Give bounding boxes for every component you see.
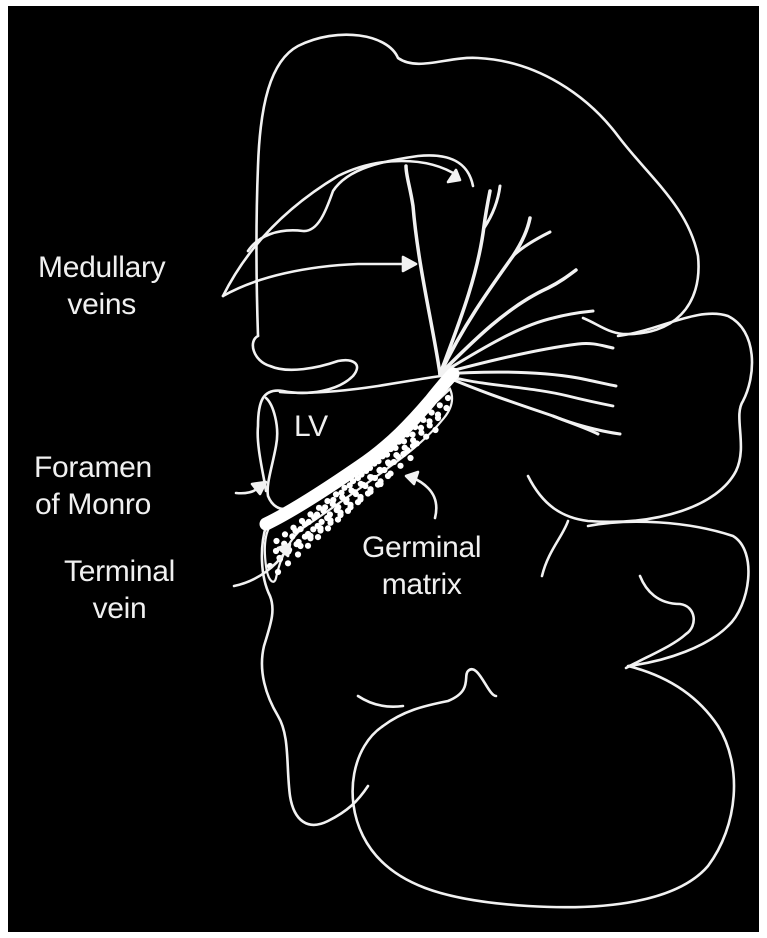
diagram-panel: Medullary veins LV Foramen of Monro Term…: [8, 6, 759, 932]
germinal-matrix-dot: [339, 494, 345, 500]
germinal-matrix-dot: [409, 432, 415, 438]
label-medullary-line1: Medullary: [38, 249, 165, 286]
germinal-matrix-dot: [330, 501, 336, 507]
germinal-matrix-dot: [435, 415, 441, 421]
germinal-matrix-dot: [397, 463, 403, 469]
germinal-matrix-dot: [427, 422, 433, 428]
germinal-matrix-dot: [418, 430, 424, 436]
germinal-matrix-dot: [282, 531, 288, 537]
germinal-matrix-dot: [292, 528, 298, 534]
label-foramen-of-monro: Foramen of Monro: [34, 449, 152, 523]
germinal-matrix-dot: [311, 514, 317, 520]
germinal-matrix-dot: [400, 451, 406, 457]
germinal-matrix-dot: [377, 481, 383, 487]
germinal-matrix-dot: [325, 525, 331, 531]
germinal-matrix-dot: [320, 508, 326, 514]
germinal-matrix-dot: [391, 459, 397, 465]
germinal-matrix-dot: [297, 543, 303, 549]
germinal-matrix-dot: [295, 551, 301, 557]
germinal-matrix-dot: [285, 560, 291, 566]
label-terminal-line1: Terminal: [64, 553, 175, 590]
label-medullary-line2: veins: [38, 286, 165, 323]
germinal-matrix-dot: [410, 443, 416, 449]
germinal-matrix-dot: [381, 467, 387, 473]
germinal-matrix-dot: [289, 533, 295, 539]
label-germinal-line2: matrix: [362, 566, 481, 603]
germinal-matrix-dot: [445, 395, 451, 401]
germinal-matrix-dot: [315, 534, 321, 540]
label-foramen-line1: Foramen: [34, 449, 152, 486]
label-germinal-line1: Germinal: [362, 529, 481, 566]
germinal-matrix-dot: [333, 491, 339, 497]
germinal-matrix-dot: [357, 496, 363, 502]
germinal-matrix-dot: [432, 427, 438, 433]
germinal-matrix-dot: [437, 402, 443, 408]
germinal-matrix-dot: [367, 489, 373, 495]
germinal-matrix-dot: [317, 527, 323, 533]
label-terminal-line2: vein: [64, 590, 175, 627]
germinal-matrix-dot: [443, 405, 449, 411]
germinal-matrix-dot: [324, 498, 330, 504]
germinal-matrix-dot: [385, 473, 391, 479]
germinal-matrix-dot: [362, 483, 368, 489]
label-lv-text: LV: [294, 408, 328, 445]
germinal-matrix-dot: [273, 538, 279, 544]
germinal-matrix-dot: [307, 535, 313, 541]
germinal-matrix-dot: [275, 569, 281, 575]
label-germinal-matrix: Germinal matrix: [362, 529, 481, 603]
germinal-matrix-dot: [337, 512, 343, 518]
germinal-matrix-dot: [423, 434, 429, 440]
germinal-matrix-dot: [347, 504, 353, 510]
germinal-matrix-dot: [372, 475, 378, 481]
label-lv: LV: [294, 408, 328, 445]
label-terminal-vein: Terminal vein: [64, 553, 175, 627]
germinal-matrix-dot: [407, 455, 413, 461]
germinal-matrix-dot: [305, 543, 311, 549]
germinal-matrix-dot: [302, 521, 308, 527]
germinal-matrix-dot: [327, 520, 333, 526]
germinal-matrix-dot: [395, 454, 401, 460]
label-foramen-line2: of Monro: [34, 486, 152, 523]
label-medullary-veins: Medullary veins: [38, 249, 165, 323]
